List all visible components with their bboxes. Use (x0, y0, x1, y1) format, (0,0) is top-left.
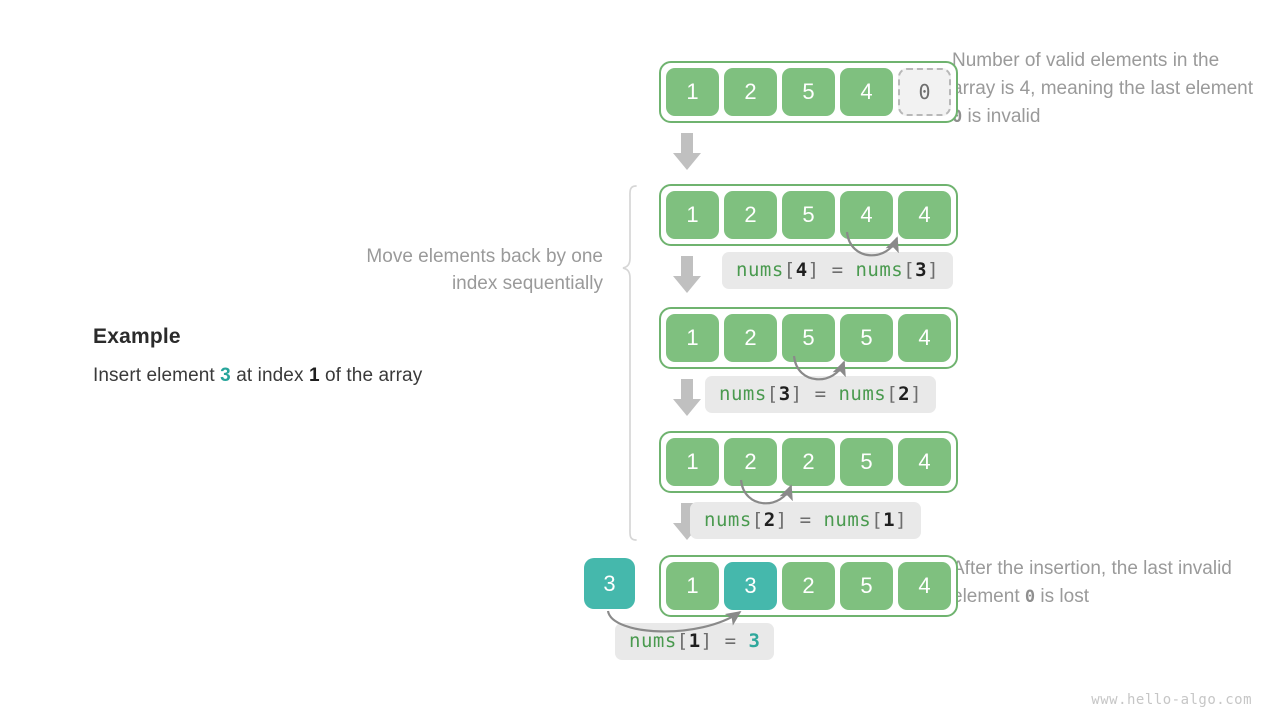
code-identifier: nums (629, 630, 677, 652)
array-cell: 2 (724, 314, 777, 362)
code-index: 1 (883, 509, 896, 531)
example-description: Insert element 3 at index 1 of the array (93, 365, 553, 387)
array-cell: 5 (782, 314, 835, 362)
code-bracket: [ (871, 509, 884, 531)
code-index: 1 (688, 630, 701, 652)
array-cell: 2 (782, 562, 835, 610)
code-value: 3 (748, 630, 761, 652)
down-arrow-icon-1 (672, 133, 702, 171)
note-top-text2: is invalid (962, 106, 1041, 127)
code-bracket: ] (895, 509, 908, 531)
array-cell: 3 (724, 562, 777, 610)
code-bracket: ] (927, 259, 940, 281)
code-identifier: nums (823, 509, 872, 531)
example-heading: Example (93, 325, 181, 348)
array-cell: 5 (840, 562, 893, 610)
array-cell: 1 (666, 438, 719, 486)
code-bracket: ] (775, 509, 788, 531)
code-bracket: ] (910, 383, 923, 405)
array-cell: 4 (840, 68, 893, 116)
code-identifier: nums (855, 259, 904, 281)
code-chip-step3: nums[2] = nums[1] (690, 502, 922, 539)
watermark: www.hello-algo.com (1091, 692, 1252, 708)
code-operator: = (802, 383, 839, 405)
code-chip-final: nums[1] = 3 (615, 623, 775, 660)
code-chip-step2: nums[3] = nums[2] (705, 376, 937, 413)
code-identifier: nums (719, 383, 767, 405)
array-cell: 5 (840, 438, 893, 486)
array-cell: 4 (898, 314, 951, 362)
code-bracket: [ (783, 259, 796, 281)
array-cell: 4 (898, 438, 951, 486)
array-cell: 1 (666, 191, 719, 239)
note-bottom-text2: is lost (1035, 586, 1089, 607)
note-bottom-text1: After the insertion, the last invalid el… (952, 558, 1232, 607)
code-bracket: ] (790, 383, 803, 405)
insert-element-box: 3 (584, 558, 635, 609)
array-cell: 1 (666, 562, 719, 610)
code-operator: = (787, 509, 824, 531)
example-desc-middle: at index (230, 365, 309, 386)
example-desc-prefix: Insert element (93, 365, 221, 386)
array-cell: 5 (782, 68, 835, 116)
code-bracket: [ (766, 383, 779, 405)
array-cell: 5 (782, 191, 835, 239)
down-arrow-icon-3 (672, 379, 702, 417)
example-block: Example Insert element 3 at index 1 of t… (93, 325, 553, 387)
array-cell: 0 (898, 68, 951, 116)
note-top-text1: Number of valid elements in the array is… (952, 50, 1253, 99)
code-bracket: ] (700, 630, 713, 652)
grouping-brace (622, 185, 637, 541)
example-desc-index: 1 (308, 365, 320, 386)
code-index: 2 (763, 509, 776, 531)
array-cell: 4 (840, 191, 893, 239)
code-identifier: nums (736, 259, 784, 281)
code-operator: = (712, 630, 749, 652)
example-desc-value: 3 (220, 365, 231, 386)
code-chip-step1: nums[4] = nums[3] (722, 252, 954, 289)
code-index: 3 (915, 259, 928, 281)
code-operator: = (819, 259, 856, 281)
array-cell: 4 (898, 191, 951, 239)
code-index: 3 (778, 383, 791, 405)
code-bracket: [ (903, 259, 916, 281)
note-after-insertion: After the insertion, the last invalid el… (952, 555, 1262, 611)
code-bracket: ] (807, 259, 820, 281)
code-identifier: nums (838, 383, 887, 405)
array-cell: 2 (724, 68, 777, 116)
code-bracket: [ (886, 383, 899, 405)
code-bracket: [ (676, 630, 689, 652)
code-index: 2 (898, 383, 911, 405)
move-elements-note: Move elements back by one index sequenti… (366, 246, 603, 294)
array-cell: 2 (724, 191, 777, 239)
array-cell: 4 (898, 562, 951, 610)
note-valid-elements: Number of valid elements in the array is… (952, 47, 1262, 131)
note-top-zero: 0 (952, 107, 963, 127)
code-index: 4 (795, 259, 808, 281)
example-desc-suffix: of the array (319, 365, 423, 386)
array-cell: 2 (782, 438, 835, 486)
array-cell: 5 (840, 314, 893, 362)
array-cell: 2 (724, 438, 777, 486)
code-identifier: nums (704, 509, 752, 531)
array-cell: 1 (666, 68, 719, 116)
note-bottom-zero: 0 (1024, 587, 1036, 607)
code-bracket: [ (751, 509, 764, 531)
down-arrow-icon-2 (672, 256, 702, 294)
array-cell: 1 (666, 314, 719, 362)
